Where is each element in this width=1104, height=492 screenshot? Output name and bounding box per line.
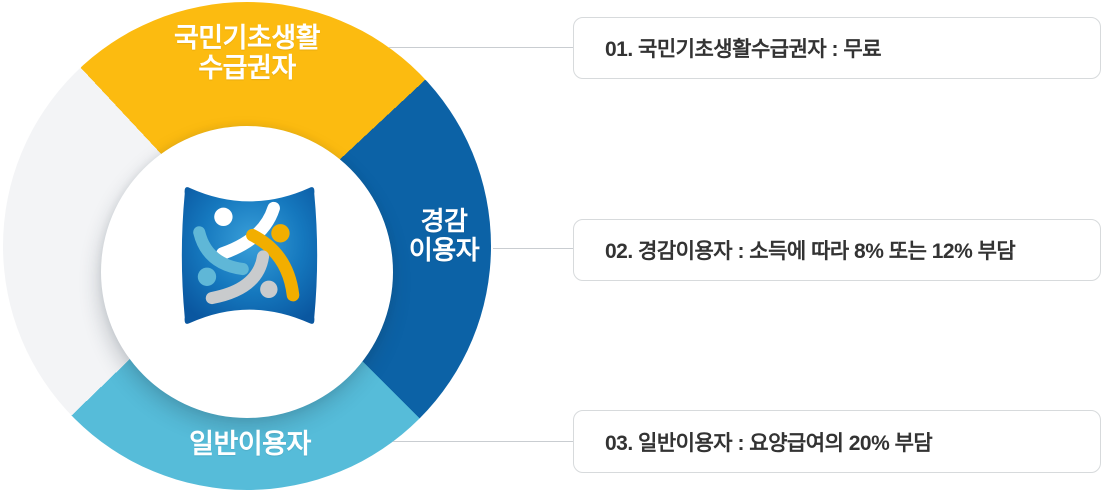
callout-box-general-user: 03. 일반이용자 : 요양급여의 20% 부담 xyxy=(573,410,1101,473)
connector-line-3 xyxy=(393,441,573,442)
segment-label-general-user: 일반이용자 xyxy=(189,429,311,459)
callout-box-reduced-user: 02. 경감이용자 : 소득에 따라 8% 또는 12% 부담 xyxy=(573,219,1101,281)
segment-label-reduced-user: 경감 이용자 xyxy=(408,206,480,265)
callout-text: 02. 경감이용자 : 소득에 따라 8% 또는 12% 부담 xyxy=(605,240,1016,263)
segment-label-basic-livelihood: 국민기초생활 수급권자 xyxy=(173,23,321,83)
four-figures-pinwheel-logo-icon xyxy=(177,183,322,328)
connector-line-2 xyxy=(493,248,573,249)
callout-box-basic-livelihood: 01. 국민기초생활수급권자 : 무료 xyxy=(573,17,1101,79)
connector-line-1 xyxy=(389,47,573,48)
callout-text: 01. 국민기초생활수급권자 : 무료 xyxy=(605,38,882,61)
callout-text: 03. 일반이용자 : 요양급여의 20% 부담 xyxy=(605,431,933,455)
